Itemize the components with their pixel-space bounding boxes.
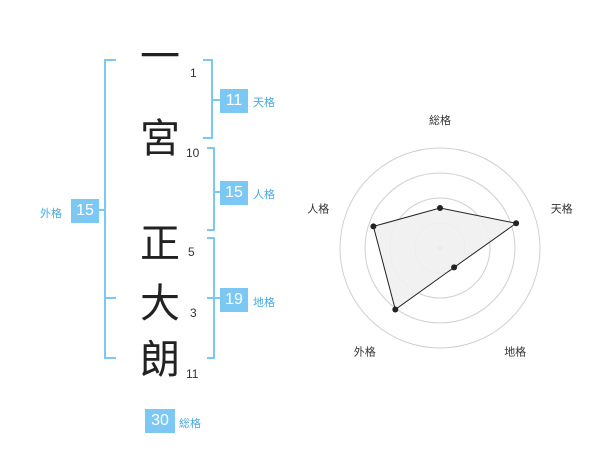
radar-point-4 [392,306,399,313]
jinkaku-bracket [207,147,215,231]
radar-axis-label-4: 外格 [354,345,376,359]
chikaku-label: 地格 [253,296,275,309]
radar-ring-4 [339,147,541,349]
stroke-count-2: 10 [186,146,200,160]
stroke-count-5: 11 [186,367,199,381]
radar-point-5 [370,223,377,230]
gaikaku-label: 外格 [40,207,62,220]
gaikaku-value: 15 [71,199,99,223]
jinkaku-value: 15 [220,181,248,205]
stroke-count-1: 1 [190,66,197,80]
tenkaku-label: 天格 [253,96,275,109]
radar-axis-label-5: 人格 [307,201,329,215]
radar-point-2 [513,220,520,227]
name-char-4: 大 [140,281,180,327]
chikaku-value: 19 [220,288,248,312]
jinkaku-label: 人格 [253,188,275,201]
radar-axis-label-2: 天格 [551,201,573,215]
radar-axis-label-3: 地格 [504,345,526,359]
soukaku-label: 総格 [179,417,201,430]
name-char-1: 一 [140,34,180,80]
tenkaku-value: 11 [220,89,248,113]
soukaku-value: 30 [145,409,175,433]
name-char-5: 朗 [140,337,180,383]
name-char-3: 正 [140,221,180,267]
radar-axis-label-1: 総格 [429,113,451,127]
radar-area [372,207,518,311]
radar-ring-3 [364,172,516,324]
radar-point-3 [451,264,458,271]
stroke-count-3: 5 [188,245,195,259]
stroke-count-4: 3 [190,306,197,320]
radar-point-1 [437,205,443,211]
name-char-2: 宮 [140,116,180,162]
